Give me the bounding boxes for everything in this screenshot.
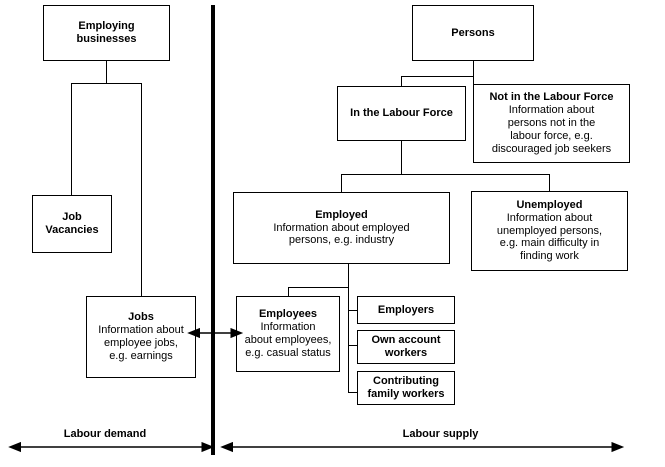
connector-persons-split — [401, 76, 474, 77]
box-own-account-workers-title: Own account workers — [371, 334, 441, 359]
labour-supply-label: Labour supply — [402, 428, 479, 440]
box-employed-title: Employed — [315, 208, 368, 221]
box-persons-title: Persons — [451, 26, 495, 39]
connector-employed-split — [288, 287, 349, 288]
box-job-vacancies-title: Job Vacancies — [45, 211, 99, 236]
box-employers-title: Employers — [377, 303, 435, 316]
box-employed[interactable]: Employed Information about employed pers… — [233, 192, 450, 264]
connector-to-not-in-labour-force — [473, 76, 474, 84]
box-not-in-the-labour-force-description: Information about persons not in the lab… — [491, 104, 612, 155]
connector-ilf-stem — [401, 141, 402, 174]
box-employees-description: Information about employees, e.g. casual… — [244, 321, 332, 359]
connector-category-bus — [348, 287, 349, 393]
box-unemployed-description: Information about unemployed persons, e.… — [496, 211, 603, 263]
box-employees-title: Employees — [258, 308, 318, 321]
box-employees[interactable]: Employees Information about employees, e… — [236, 296, 340, 372]
box-job-vacancies[interactable]: Job Vacancies — [32, 195, 112, 253]
connector-employing-stem — [106, 61, 107, 83]
box-employed-description: Information about employed persons, e.g.… — [273, 221, 410, 247]
box-jobs-title: Jobs — [128, 311, 154, 324]
connector-to-employed — [341, 174, 342, 192]
box-unemployed[interactable]: Unemployed Information about unemployed … — [471, 191, 628, 271]
box-not-in-the-labour-force-title: Not in the Labour Force — [489, 91, 614, 104]
box-employing-businesses[interactable]: Employing businesses — [43, 5, 170, 61]
box-jobs[interactable]: Jobs Information about employee jobs, e.… — [86, 296, 196, 378]
connector-to-jobs — [141, 83, 142, 296]
box-not-in-the-labour-force[interactable]: Not in the Labour Force Information abou… — [473, 84, 630, 163]
connector-ilf-split — [341, 174, 549, 175]
connector-to-contributing-family-workers — [348, 392, 358, 393]
connector-employed-stem — [348, 264, 349, 287]
box-in-the-labour-force[interactable]: In the Labour Force — [337, 86, 466, 141]
connector-to-unemployed — [549, 174, 550, 191]
box-contributing-family-workers-title: Contributing family workers — [367, 375, 445, 400]
box-persons[interactable]: Persons — [412, 5, 534, 61]
box-jobs-description: Information about employee jobs, e.g. ea… — [98, 324, 184, 362]
box-contributing-family-workers[interactable]: Contributing family workers — [357, 371, 455, 405]
connector-persons-stem — [473, 61, 474, 76]
box-employing-businesses-title: Employing businesses — [76, 20, 137, 45]
box-employers[interactable]: Employers — [357, 296, 455, 324]
labour-demand-label: Labour demand — [63, 428, 147, 440]
connector-to-employers — [348, 310, 358, 311]
box-in-the-labour-force-title: In the Labour Force — [350, 107, 453, 120]
connector-to-own-account-workers — [348, 345, 358, 346]
box-own-account-workers[interactable]: Own account workers — [357, 330, 455, 364]
labour-demand-supply-divider — [211, 5, 215, 455]
connector-employing-split — [71, 83, 142, 84]
connector-to-job-vacancies — [71, 83, 72, 195]
connector-to-in-labour-force — [401, 76, 402, 86]
connector-to-employees — [288, 287, 289, 296]
box-unemployed-title: Unemployed — [516, 198, 583, 211]
